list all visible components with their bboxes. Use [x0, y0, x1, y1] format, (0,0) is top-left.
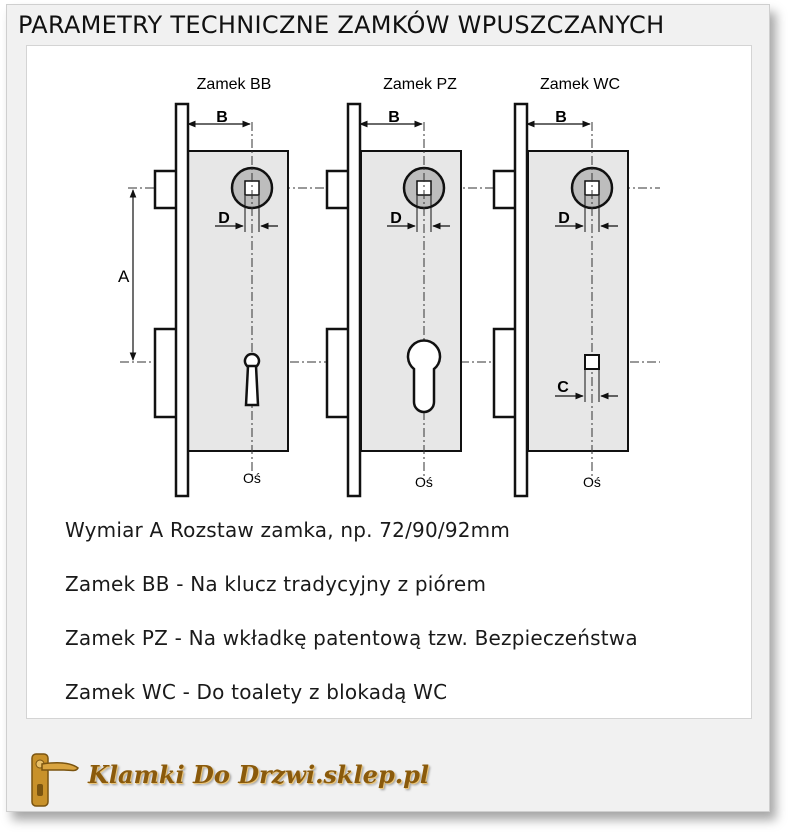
lock-pz-title: Zamek PZ: [383, 76, 457, 93]
description-line: Zamek BB - Na klucz tradycyjny z piórem: [65, 572, 487, 596]
dimension-a-label: A: [118, 267, 130, 286]
lock-pz-d-label: D: [390, 210, 402, 227]
lock-pz-b-label: B: [388, 109, 400, 126]
lock-bb-faceplate: [174, 102, 190, 498]
dimension-a: A: [118, 189, 137, 361]
lock-pz: Zamek PZ B D Oś: [325, 76, 462, 498]
page-title: PARAMETRY TECHNICZNE ZAMKÓW WPUSZCZANYCH: [18, 11, 665, 39]
lock-wc-d-label: D: [558, 210, 570, 227]
lock-wc: Zamek WC B D C Oś: [492, 76, 629, 498]
lock-wc-axis-label: Oś: [583, 474, 601, 490]
lock-bb-axis-label: Oś: [243, 470, 261, 486]
lock-wc-lock-square: [584, 354, 600, 370]
lock-bb-b-label: B: [216, 109, 228, 126]
lock-pz-cylinder-hole: [406, 339, 442, 414]
lock-bb: Zamek BB B D Oś: [153, 76, 289, 498]
lock-bb-title: Zamek BB: [197, 76, 272, 93]
lock-pz-faceplate: [346, 102, 362, 498]
lock-wc-title: Zamek WC: [540, 76, 620, 93]
description-line: Wymiar A Rozstaw zamka, np. 72/90/92mm: [65, 518, 511, 542]
lock-pz-axis-label: Oś: [415, 474, 433, 490]
lock-bb-d-label: D: [218, 210, 230, 227]
door-handle-icon: [31, 753, 79, 807]
shop-logo-text[interactable]: Klamki Do Drzwi.sklep.pl: [88, 760, 429, 789]
lock-wc-c-label: C: [557, 379, 569, 396]
description-line: Zamek PZ - Na wkładkę patentową tzw. Bez…: [65, 626, 638, 650]
lock-wc-b-label: B: [555, 109, 567, 126]
description-line: Zamek WC - Do toalety z blokadą WC: [65, 680, 448, 704]
lock-wc-faceplate: [513, 102, 529, 498]
